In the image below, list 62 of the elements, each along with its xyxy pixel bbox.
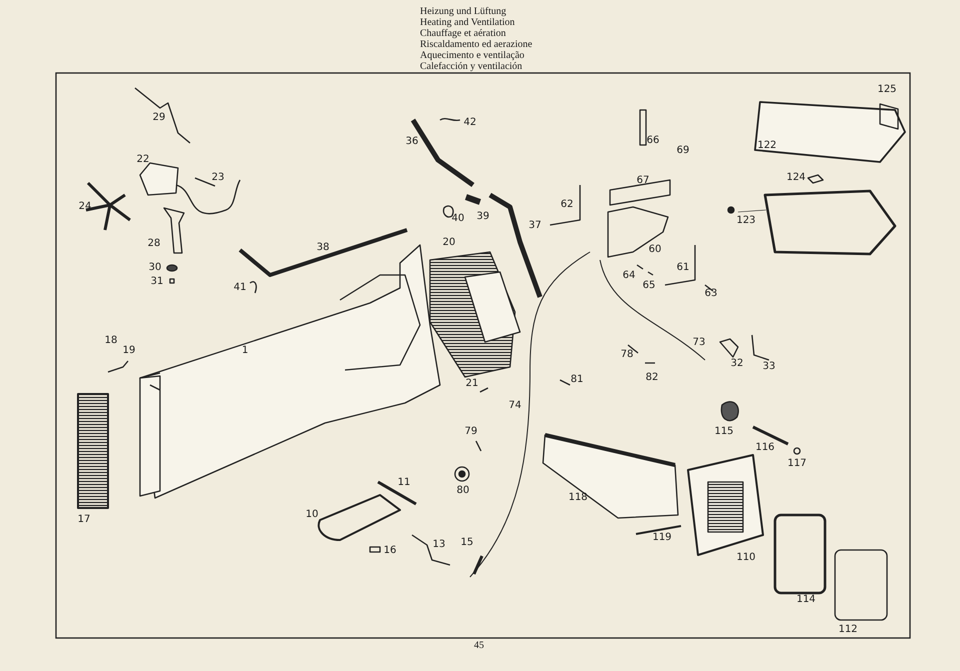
heading-line: Heizung und Lüftung (420, 7, 506, 17)
callout-number: 118 (568, 493, 588, 503)
callout-number: 122 (757, 141, 777, 151)
callout-number: 117 (787, 459, 807, 469)
callout-number: 112 (838, 625, 858, 635)
callout-number: 41 (234, 283, 246, 293)
callout-number: 73 (692, 338, 706, 348)
callout-number: 29 (152, 113, 166, 123)
heading-line: Heating and Ventilation (420, 18, 515, 28)
callout-number: 124 (786, 173, 806, 183)
callout-number: 19 (122, 346, 136, 356)
callout-number: 42 (464, 118, 476, 128)
callout-number: 81 (570, 375, 584, 385)
callout-number: 10 (306, 510, 318, 520)
callout-number: 18 (104, 336, 118, 346)
callout-number: 66 (646, 136, 660, 146)
callout-number: 115 (714, 427, 734, 437)
callout-number: 62 (560, 200, 574, 210)
callout-number: 17 (78, 515, 90, 525)
callout-number: 39 (476, 212, 490, 222)
callout-number: 110 (736, 553, 756, 563)
callout-number: 22 (136, 155, 150, 165)
callout-number: 16 (384, 546, 396, 556)
callout-number: 69 (676, 146, 690, 156)
callout-number: 11 (398, 478, 410, 488)
callout-number: 60 (648, 245, 662, 255)
callout-number: 80 (456, 486, 470, 496)
callout-number: 38 (316, 243, 330, 253)
callout-number: 123 (736, 216, 756, 226)
callout-number: 114 (796, 595, 816, 605)
callout-number: 64 (622, 271, 636, 281)
callout-number: 13 (432, 540, 446, 550)
callout-number: 33 (762, 362, 776, 372)
heading-line: Calefacción y ventilación (420, 62, 522, 72)
callout-number: 116 (755, 443, 775, 453)
callout-number: 24 (78, 202, 92, 212)
callout-number: 63 (704, 289, 718, 299)
page-number: 45 (474, 641, 484, 651)
callout-number: 40 (452, 214, 464, 224)
callout-number: 23 (212, 173, 224, 183)
callout-number: 67 (636, 176, 650, 186)
heading-line: Chauffage et aération (420, 29, 506, 39)
heading-line: Aquecimento e ventilação (420, 51, 524, 61)
heading-line: Riscaldamento ed aerazione (420, 40, 532, 50)
callout-number: 74 (508, 401, 522, 411)
callout-number: 1 (242, 346, 248, 356)
callout-number: 125 (877, 85, 897, 95)
callout-number: 37 (528, 221, 542, 231)
callout-number: 61 (676, 263, 690, 273)
callout-number: 21 (466, 379, 478, 389)
callout-number: 78 (620, 350, 634, 360)
callout-number: 79 (464, 427, 478, 437)
callout-number: 36 (406, 137, 418, 147)
callout-number: 30 (148, 263, 162, 273)
callout-number: 15 (460, 538, 474, 548)
callout-number: 28 (148, 239, 160, 249)
callout-number: 119 (652, 533, 672, 543)
callout-number: 65 (642, 281, 656, 291)
callout-number: 31 (150, 277, 164, 287)
callout-number: 32 (730, 359, 744, 369)
callout-number: 82 (646, 373, 658, 383)
callout-number: 20 (442, 238, 456, 248)
